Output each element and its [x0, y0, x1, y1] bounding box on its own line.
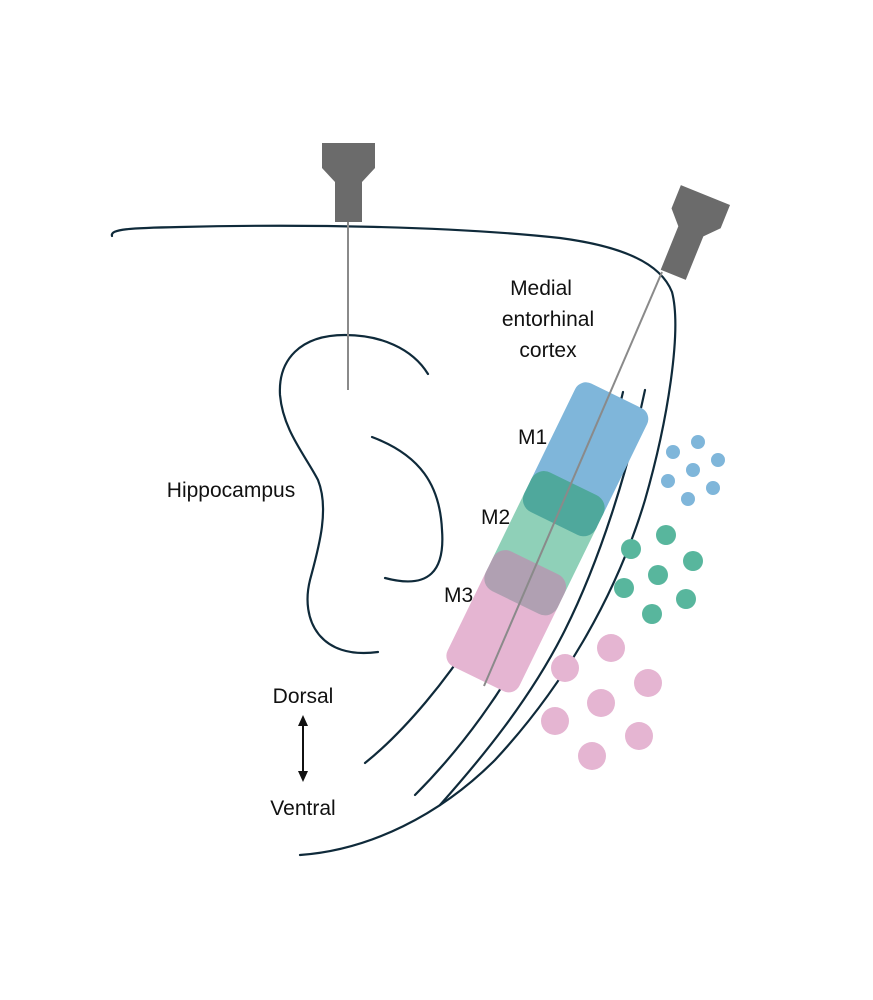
cell-dot: [621, 539, 641, 559]
cluster-m1-cells: [661, 435, 725, 506]
cell-dot: [676, 589, 696, 609]
label-mec-line2: entorhinal: [502, 308, 594, 331]
cell-dot: [706, 481, 720, 495]
probe-mec: [483, 185, 731, 687]
probe-mec-head: [660, 185, 731, 280]
cell-dot: [587, 689, 615, 717]
label-m2: M2: [481, 506, 510, 529]
cell-dot: [634, 669, 662, 697]
label-m3: M3: [444, 584, 473, 607]
site-m2-m3-overlap: [484, 550, 567, 616]
cell-dot: [683, 551, 703, 571]
cell-dot: [661, 474, 675, 488]
cell-dot: [642, 604, 662, 624]
cell-dot: [597, 634, 625, 662]
hippocampus-inner-outline: [370, 435, 444, 583]
cluster-m2-cells: [614, 525, 703, 624]
hippocampus-outline: [278, 333, 430, 655]
cell-dot: [648, 565, 668, 585]
label-mec-line3: cortex: [519, 339, 577, 362]
cell-dot: [551, 654, 579, 682]
dorsal-ventral-arrow: [298, 715, 308, 782]
cell-dot: [681, 492, 695, 506]
cluster-m3-cells: [541, 634, 662, 770]
probe-hippocampus-head: [322, 143, 375, 222]
cell-dot: [656, 525, 676, 545]
label-hippocampus: Hippocampus: [167, 479, 295, 502]
label-mec-line1: Medial: [510, 277, 572, 300]
label-ventral: Ventral: [270, 797, 335, 820]
cell-dot: [625, 722, 653, 750]
probe-mec-shank: [483, 271, 663, 687]
cell-dot: [614, 578, 634, 598]
label-dorsal: Dorsal: [273, 685, 334, 708]
probe-hippocampus: [322, 143, 375, 390]
label-m1: M1: [518, 426, 547, 449]
cell-dot: [541, 707, 569, 735]
cell-dot: [686, 463, 700, 477]
brain-outline: [110, 224, 677, 857]
cell-dot: [711, 453, 725, 467]
cell-dot: [691, 435, 705, 449]
cell-dot: [666, 445, 680, 459]
cell-dot: [578, 742, 606, 770]
site-m1-m2-overlap: [522, 471, 605, 537]
